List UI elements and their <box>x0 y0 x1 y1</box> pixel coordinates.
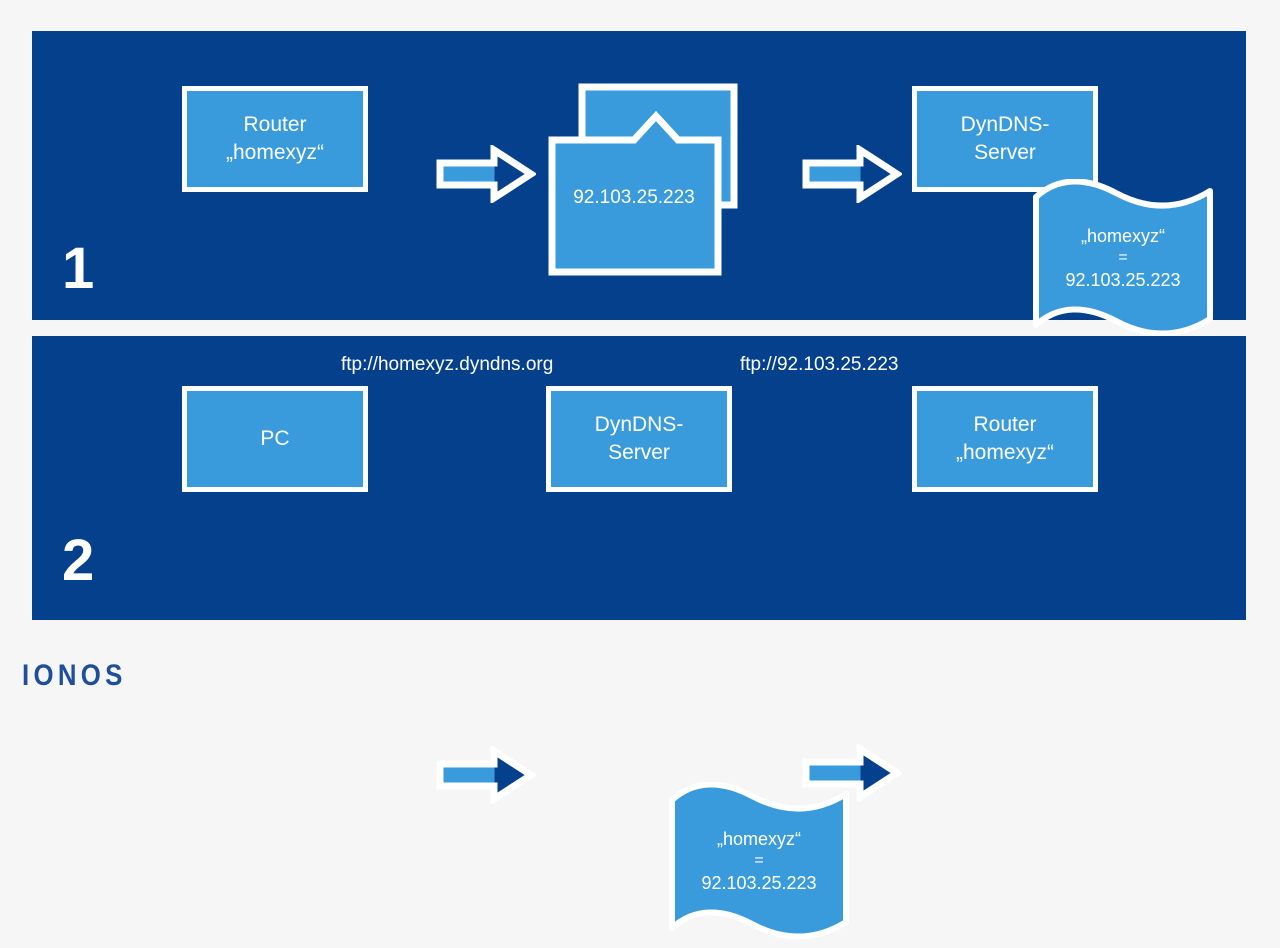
node-dyndns-server-panel1-label: DynDNS- Server <box>960 113 1050 164</box>
node-router-panel2: Router „homexyz“ <box>912 386 1098 492</box>
ionos-logo: IONOS <box>22 659 127 692</box>
dns-record-flag-panel1: „homexyz“ = 92.103.25.223 <box>1028 179 1218 345</box>
node-router-panel2-label: Router „homexyz“ <box>955 413 1055 464</box>
node-dyndns-server-panel2: DynDNS- Server <box>546 386 732 492</box>
node-pc-label: PC <box>260 427 290 451</box>
arrow-pc-to-dyndns-icon <box>436 746 536 804</box>
diagram-stage: 1 Router „homexyz“ 92.103.25.223 <box>22 31 1246 940</box>
panel-step-2: 2 ftp://homexyz.dyndns.org ftp://92.103.… <box>32 336 1246 940</box>
url-label-hostname: ftp://homexyz.dyndns.org <box>341 354 554 375</box>
node-pc: PC <box>182 386 368 492</box>
step-number-2: 2 <box>62 528 94 593</box>
ip-envelope-shape: 92.103.25.223 <box>546 83 756 278</box>
arrow-router-to-ip-icon <box>436 145 536 203</box>
arrow-ip-to-dyndns-icon <box>802 145 902 203</box>
panel-step-1: 1 Router „homexyz“ 92.103.25.223 <box>32 31 1246 337</box>
node-router-panel1-label: Router „homexyz“ <box>225 113 325 164</box>
node-dyndns-server-panel1: DynDNS- Server <box>912 86 1098 192</box>
dns-record-flag-panel2: „homexyz“ = 92.103.25.223 <box>664 782 854 948</box>
url-label-ip: ftp://92.103.25.223 <box>740 354 899 375</box>
step-number-1: 1 <box>62 236 94 301</box>
node-dyndns-server-panel2-label: DynDNS- Server <box>594 413 684 464</box>
node-router-panel1: Router „homexyz“ <box>182 86 368 192</box>
